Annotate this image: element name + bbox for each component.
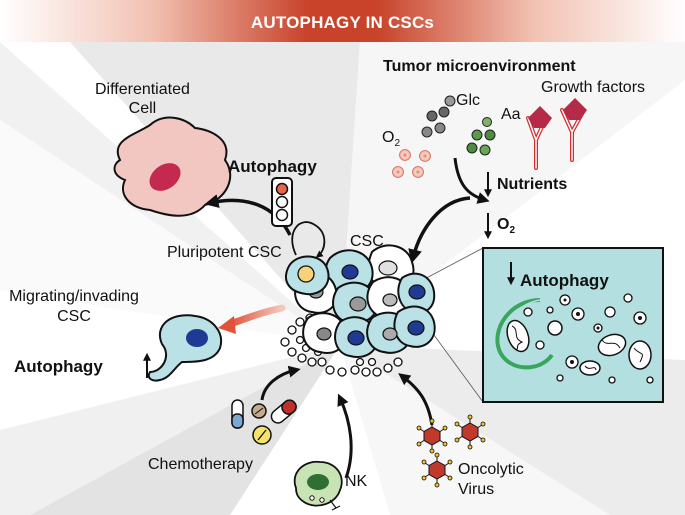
title-banner [0,0,685,42]
oncolytic-virus-label: Oncolytic Virus [458,461,524,498]
growth-factor-receptors [526,98,587,170]
o2-label-big: O2 [497,216,516,237]
nk-arrow [337,393,353,479]
figure-title: AUTOPHAGY IN CSCs [250,13,435,32]
aa-label: Aa [501,106,521,123]
self-renewal-arrow [291,221,326,258]
traffic-light-icon [271,177,293,227]
chemo-arrow [260,365,301,401]
glucose-molecules [421,95,456,138]
autophagy-box [482,247,664,403]
csc-label: CSC [350,233,384,250]
migrating-csc-label: Migrating/invading CSC [9,288,139,325]
autophagy-label-box: Autophagy [520,271,609,290]
oxygen-molecules [392,149,431,178]
pluripotent-csc-label: Pluripotent CSC [167,244,282,261]
amino-acid-molecules [466,117,496,156]
glc-label: Glc [456,92,480,109]
autophagy-label-pluripotent: Autophagy [228,157,317,176]
migration-arrowhead [218,316,236,334]
nk-label: NK [345,473,368,490]
chemotherapy-pills-icon [231,399,297,445]
background-wedges [0,42,685,515]
tumor-microenvironment-label: Tumor microenvironment [383,58,576,75]
pluripotent-csc [285,255,330,296]
microenvironment-arrow [453,157,490,204]
nk-cell-icon [293,460,343,511]
tumor-debris [280,313,403,377]
autophagy-label-migrating: Autophagy [14,357,103,376]
to-tumor-arrow [408,196,471,264]
chemotherapy-label: Chemotherapy [148,456,253,473]
nutrients-label: Nutrients [497,176,568,193]
oncolytic-virus-icons [416,414,486,488]
migrating-csc [147,314,223,382]
differentiated-cell-label: Differentiated Cell [95,81,190,117]
growth-factors-label: Growth factors [541,79,646,96]
o2-label-small: O2 [382,129,401,150]
differentiated-cell [113,116,232,217]
